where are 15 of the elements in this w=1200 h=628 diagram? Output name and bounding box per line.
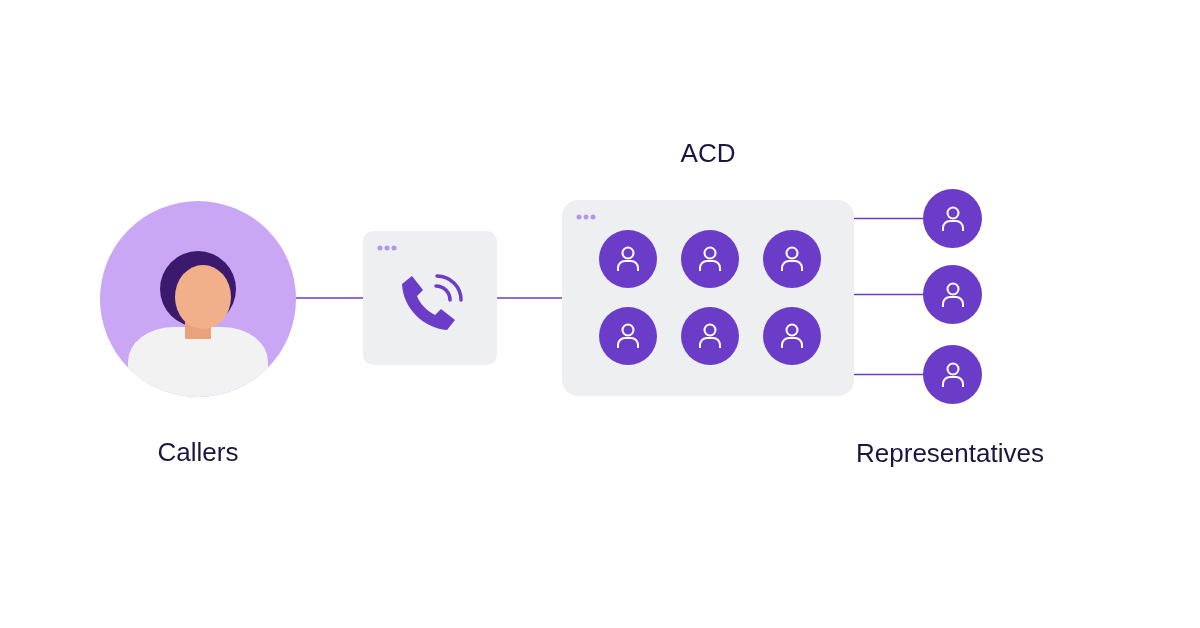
- connector-line: [853, 217, 924, 220]
- phone-panel: [363, 231, 497, 365]
- connector-line: [853, 293, 924, 296]
- agent-avatar: [599, 230, 657, 288]
- connector-line: [496, 297, 563, 299]
- agent-avatar: [599, 307, 657, 365]
- group-label: Representatives: [855, 438, 1045, 469]
- agent-avatar: [681, 307, 739, 365]
- connector-line: [853, 373, 924, 376]
- agent-avatar: [681, 230, 739, 288]
- panel-heading: ACD: [679, 138, 737, 169]
- node-caption: Callers: [156, 437, 240, 468]
- agent-avatar: [763, 230, 821, 288]
- connector-line: [295, 297, 364, 299]
- agent-avatar: [763, 307, 821, 365]
